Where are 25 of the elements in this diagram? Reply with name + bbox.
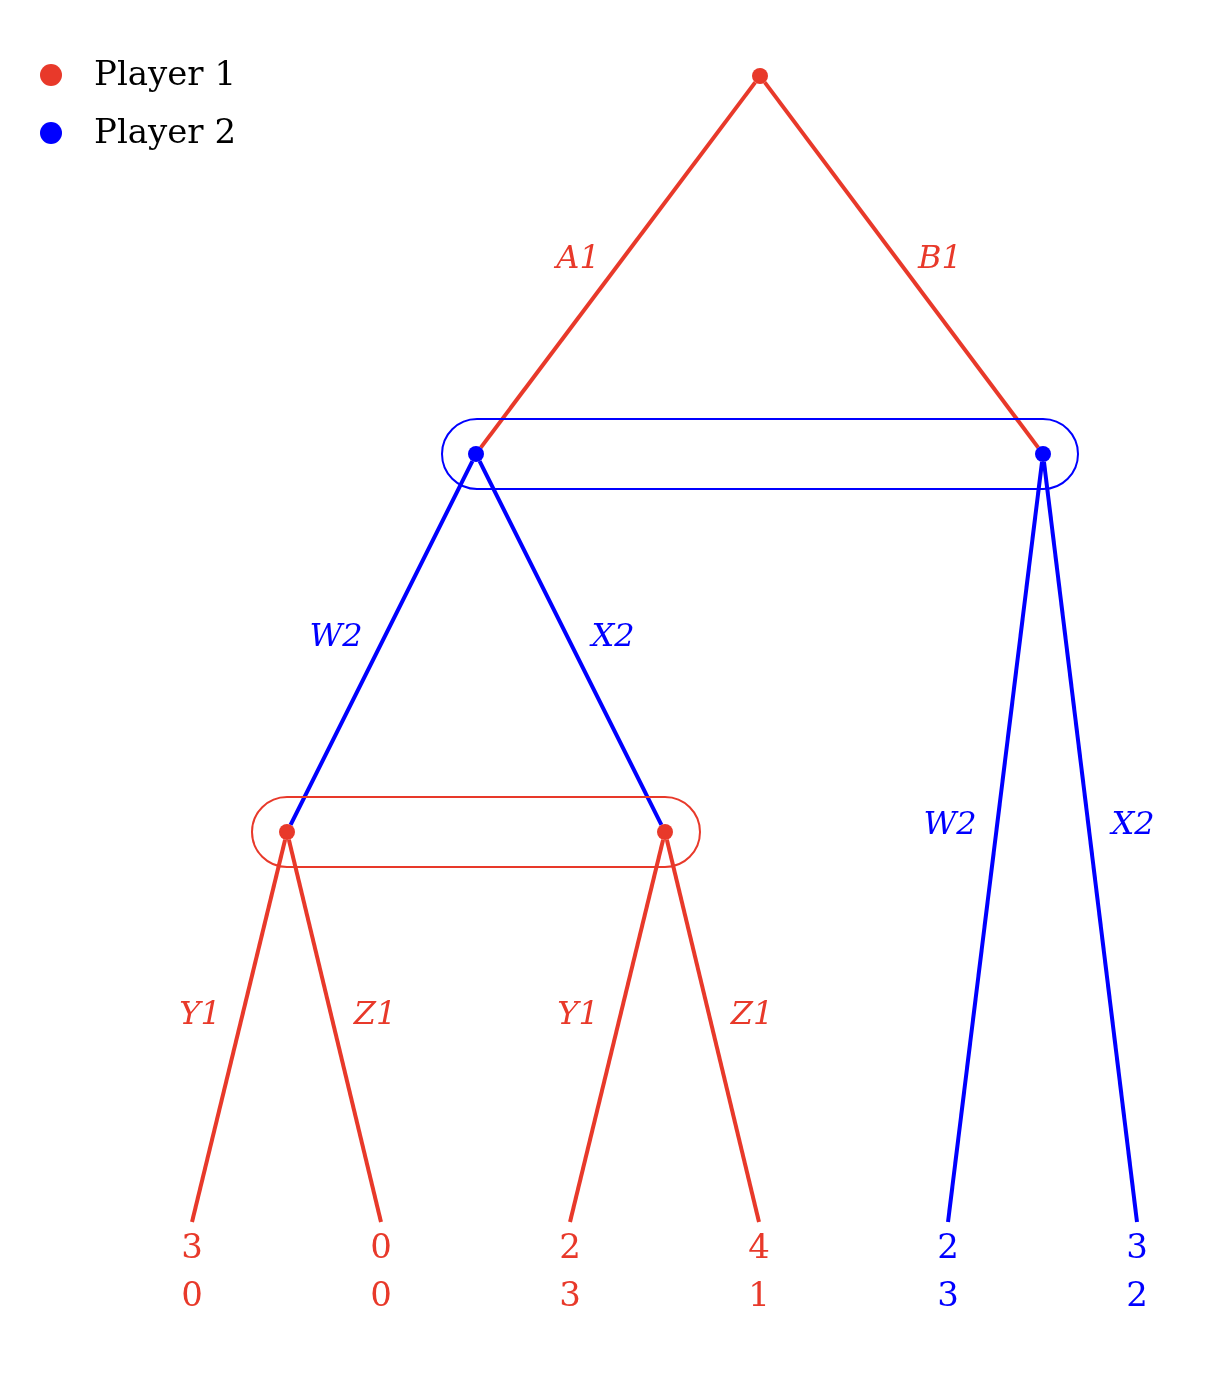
branch-line [190,839,288,1223]
information-set-outline [251,796,701,868]
payoff-label: 3 0 [172,1222,212,1318]
branch-line [479,81,757,449]
payoff-label: 0 0 [361,1222,401,1318]
payoff-label: 2 3 [550,1222,590,1318]
decision-node-dot [657,824,673,840]
decision-node-dot [468,446,484,462]
legend-label: Player 1 [94,53,237,93]
branch-line [286,839,383,1223]
legend-label: Player 2 [94,111,237,151]
decision-node-dot [279,824,295,840]
payoff-label: 3 2 [1117,1222,1157,1318]
branch-line [664,839,761,1223]
branch-line [946,461,1044,1223]
decision-node-dot [1035,446,1051,462]
payoff-label: 4 1 [739,1222,779,1318]
branch-line [1042,461,1139,1223]
branch-line [763,81,1040,449]
payoff-label: 2 3 [928,1222,968,1318]
decision-node-dot [752,68,768,84]
branch-line [477,460,664,826]
branch-line [568,839,666,1223]
information-set-outline [441,418,1079,490]
branch-line [288,460,475,826]
